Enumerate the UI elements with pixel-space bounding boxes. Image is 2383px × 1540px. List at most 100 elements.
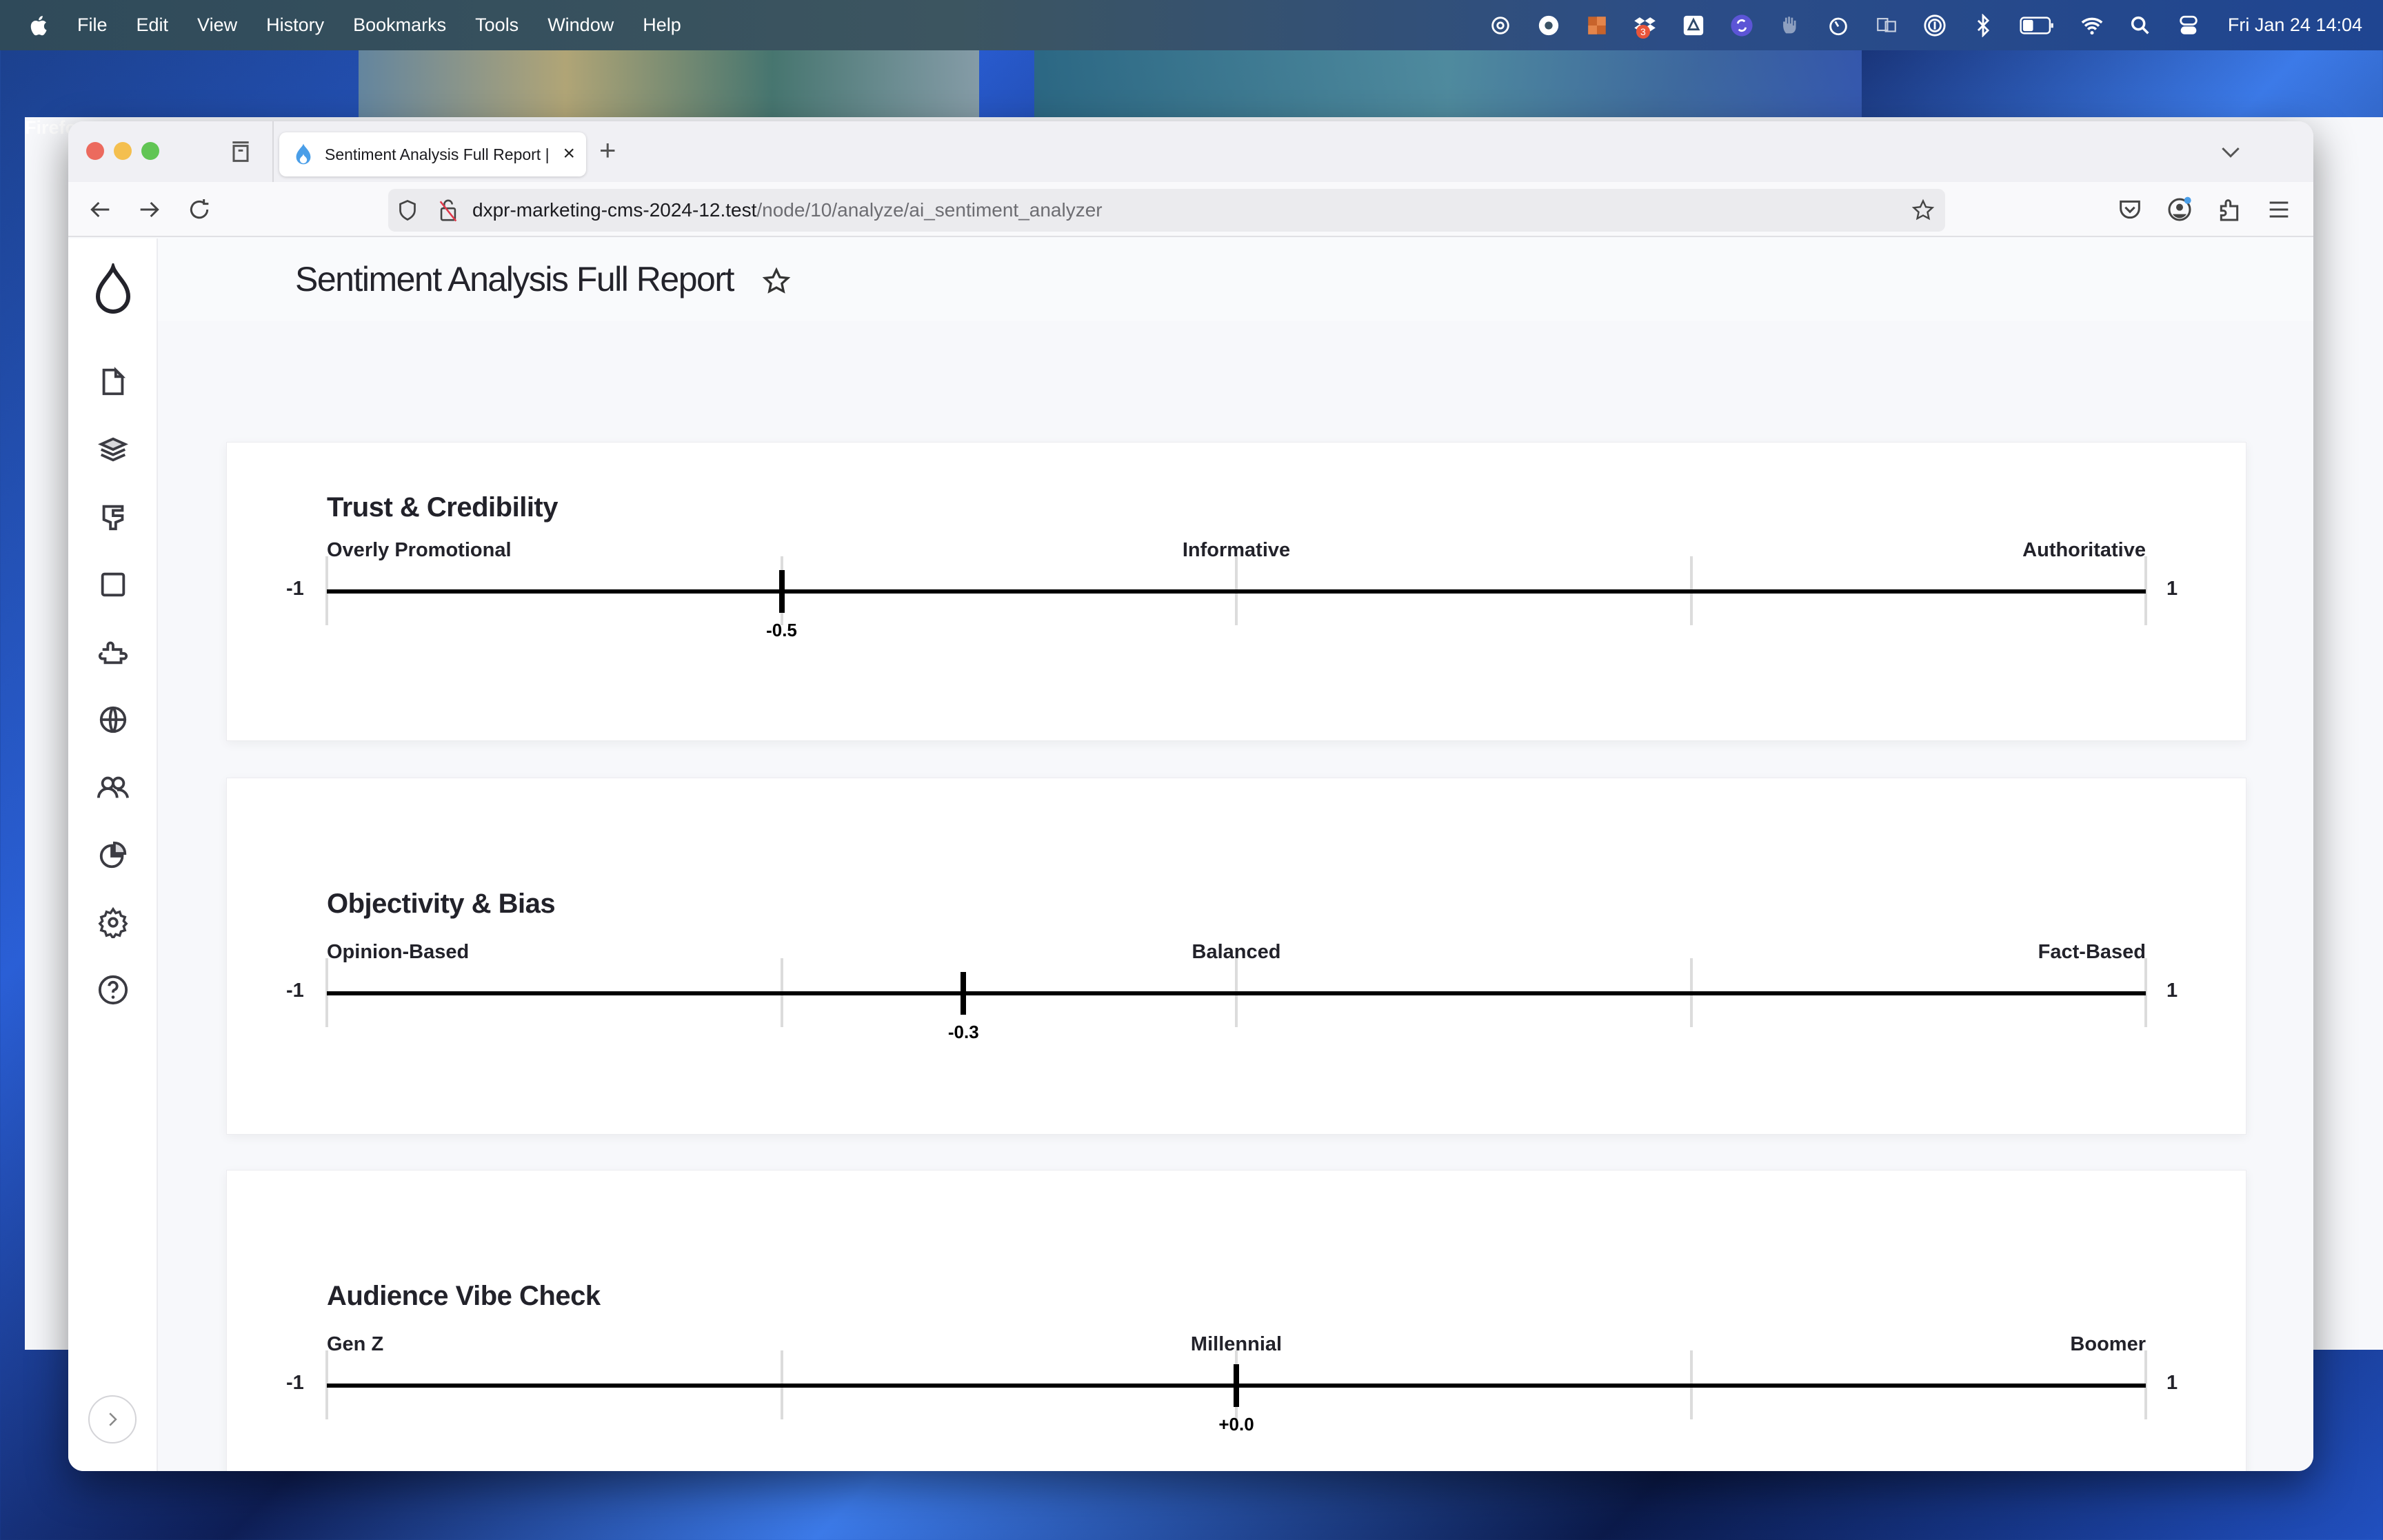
score-value: +0.0: [1218, 1414, 1254, 1435]
admin-sidebar: [68, 239, 158, 1471]
sidebar-appearance-icon[interactable]: [95, 499, 131, 535]
shortcut-star-icon[interactable]: [761, 266, 792, 296]
scale-axis: [327, 991, 2146, 995]
url-path: /node/10/analyze/ai_sentiment_analyzer: [756, 199, 1103, 221]
menu-window[interactable]: Window: [547, 14, 614, 35]
sentiment-card-trust: Trust & Credibility Overly Promotional I…: [226, 442, 2246, 741]
menubar-clock[interactable]: Fri Jan 24 14:04: [2227, 14, 2362, 35]
scale-min-label: -1: [286, 578, 304, 600]
display-icon[interactable]: [1875, 14, 1898, 37]
battery-icon[interactable]: [2020, 14, 2055, 37]
list-all-tabs-chevron-down-icon[interactable]: [2217, 138, 2244, 165]
grid-line: [2144, 556, 2147, 625]
scale-max-label: 1: [2166, 578, 2178, 600]
grid-line: [2144, 1350, 2147, 1419]
account-icon[interactable]: [2166, 196, 2193, 223]
sidebar-content-icon[interactable]: [95, 364, 131, 400]
back-arrow-icon[interactable]: [86, 196, 114, 223]
url-host: dxpr-marketing-cms-2024-12.test: [472, 199, 757, 221]
drive-icon[interactable]: [1682, 14, 1705, 37]
score-value: -0.5: [766, 620, 797, 640]
timer-icon[interactable]: [1827, 14, 1850, 37]
close-window-button[interactable]: [86, 142, 104, 160]
control-center-icon[interactable]: [2177, 14, 2200, 37]
dropbox-badge: 3: [1636, 24, 1650, 39]
macos-menu-bar: Firefox File Edit View History Bookmarks…: [0, 0, 2383, 1350]
address-bar[interactable]: dxpr-marketing-cms-2024-12.test/node/10/…: [388, 189, 1945, 232]
spotlight-icon[interactable]: [2129, 14, 2152, 37]
drupal-favicon-icon: [294, 143, 312, 166]
dropbox-icon[interactable]: 3: [1633, 14, 1657, 39]
sidebar-structure-icon[interactable]: [95, 432, 131, 467]
sidebar-blocks-icon[interactable]: [95, 567, 131, 602]
tab-close-icon[interactable]: ×: [563, 142, 575, 165]
score-marker: [961, 972, 967, 1015]
scale-right-label: Fact-Based: [2038, 941, 2146, 963]
menu-history[interactable]: History: [266, 14, 325, 35]
sidebar-configuration-gear-icon[interactable]: [95, 904, 131, 940]
tab-bar: Sentiment Analysis Full Report | × +: [68, 121, 2313, 182]
app-grid-icon[interactable]: [1585, 14, 1609, 37]
chatgpt-icon[interactable]: [1489, 14, 1512, 37]
scale-min-label: -1: [286, 980, 304, 1002]
scale-right-label: Authoritative: [2022, 539, 2146, 561]
tracking-protection-shield-icon[interactable]: [395, 198, 420, 223]
menu-view[interactable]: View: [197, 14, 238, 35]
record-icon[interactable]: [1537, 14, 1560, 37]
sidebar-expand-button[interactable]: [88, 1395, 137, 1443]
1password-icon[interactable]: [1923, 14, 1947, 37]
card-title: Trust & Credibility: [327, 492, 559, 523]
bookmark-star-icon[interactable]: [1911, 198, 1935, 223]
page-title: Sentiment Analysis Full Report: [295, 260, 734, 298]
scale-right-label: Boomer: [2070, 1333, 2146, 1355]
sidebar-extend-puzzle-icon[interactable]: [95, 634, 131, 670]
zoom-window-button[interactable]: [141, 142, 159, 160]
tab-sentiment-report[interactable]: Sentiment Analysis Full Report | ×: [279, 132, 586, 176]
chevron-right-icon: [109, 1412, 117, 1426]
url-text[interactable]: dxpr-marketing-cms-2024-12.test/node/10/…: [472, 199, 1103, 221]
score-value: -0.3: [947, 1022, 979, 1042]
firefox-view-icon[interactable]: [227, 138, 254, 165]
sidebar-languages-globe-icon[interactable]: [95, 702, 131, 738]
forward-arrow-icon[interactable]: [136, 196, 163, 223]
sync-icon[interactable]: [1730, 14, 1753, 37]
minimize-window-button[interactable]: [114, 142, 132, 160]
sidebar-reports-pie-icon[interactable]: [95, 837, 131, 873]
scale-left-label: Opinion-Based: [327, 941, 470, 963]
sidebar-people-icon[interactable]: [95, 769, 131, 805]
scale-min-label: -1: [286, 1372, 304, 1394]
hand-icon[interactable]: [1778, 14, 1802, 37]
scale-left-label: Gen Z: [327, 1333, 384, 1355]
sentiment-scale: -0.5: [325, 556, 2147, 640]
scale-max-label: 1: [2166, 980, 2178, 1002]
insecure-lock-icon[interactable]: [436, 197, 460, 223]
hamburger-menu-icon[interactable]: [2265, 196, 2293, 223]
sentiment-scale: -0.3: [325, 958, 2147, 1042]
scale-max-label: 1: [2166, 1372, 2178, 1394]
browser-window: Sentiment Analysis Full Report | × + dxp…: [68, 121, 2313, 1471]
card-title: Audience Vibe Check: [327, 1281, 601, 1311]
apple-menu-icon[interactable]: [28, 13, 48, 38]
grid-line: [2144, 958, 2147, 1027]
drupal-admin-app: Sentiment Analysis Full Report Trust & C…: [68, 239, 2313, 1471]
reload-icon[interactable]: [185, 196, 213, 223]
sentiment-card-audience: Audience Vibe Check Gen Z Millennial Boo…: [226, 1170, 2246, 1471]
menu-bookmarks[interactable]: Bookmarks: [353, 14, 447, 35]
menu-help[interactable]: Help: [643, 14, 681, 35]
scale-left-label: Overly Promotional: [327, 539, 512, 561]
wallpaper: [359, 50, 979, 126]
menu-edit[interactable]: Edit: [136, 14, 169, 35]
drupal-logo-icon[interactable]: [94, 261, 132, 316]
menu-file[interactable]: File: [77, 14, 108, 35]
extensions-puzzle-icon[interactable]: [2215, 196, 2243, 223]
bluetooth-icon[interactable]: [1971, 13, 1995, 37]
sentiment-card-objectivity: Objectivity & Bias Opinion-Based Balance…: [226, 778, 2246, 1135]
sidebar-help-icon[interactable]: [95, 972, 131, 1008]
wifi-icon[interactable]: [2080, 14, 2104, 37]
wallpaper: [1034, 50, 1862, 126]
score-marker: [778, 570, 785, 613]
card-title: Objectivity & Bias: [327, 889, 556, 919]
pocket-icon[interactable]: [2116, 196, 2144, 223]
new-tab-button[interactable]: +: [599, 134, 616, 166]
menu-tools[interactable]: Tools: [475, 14, 519, 35]
